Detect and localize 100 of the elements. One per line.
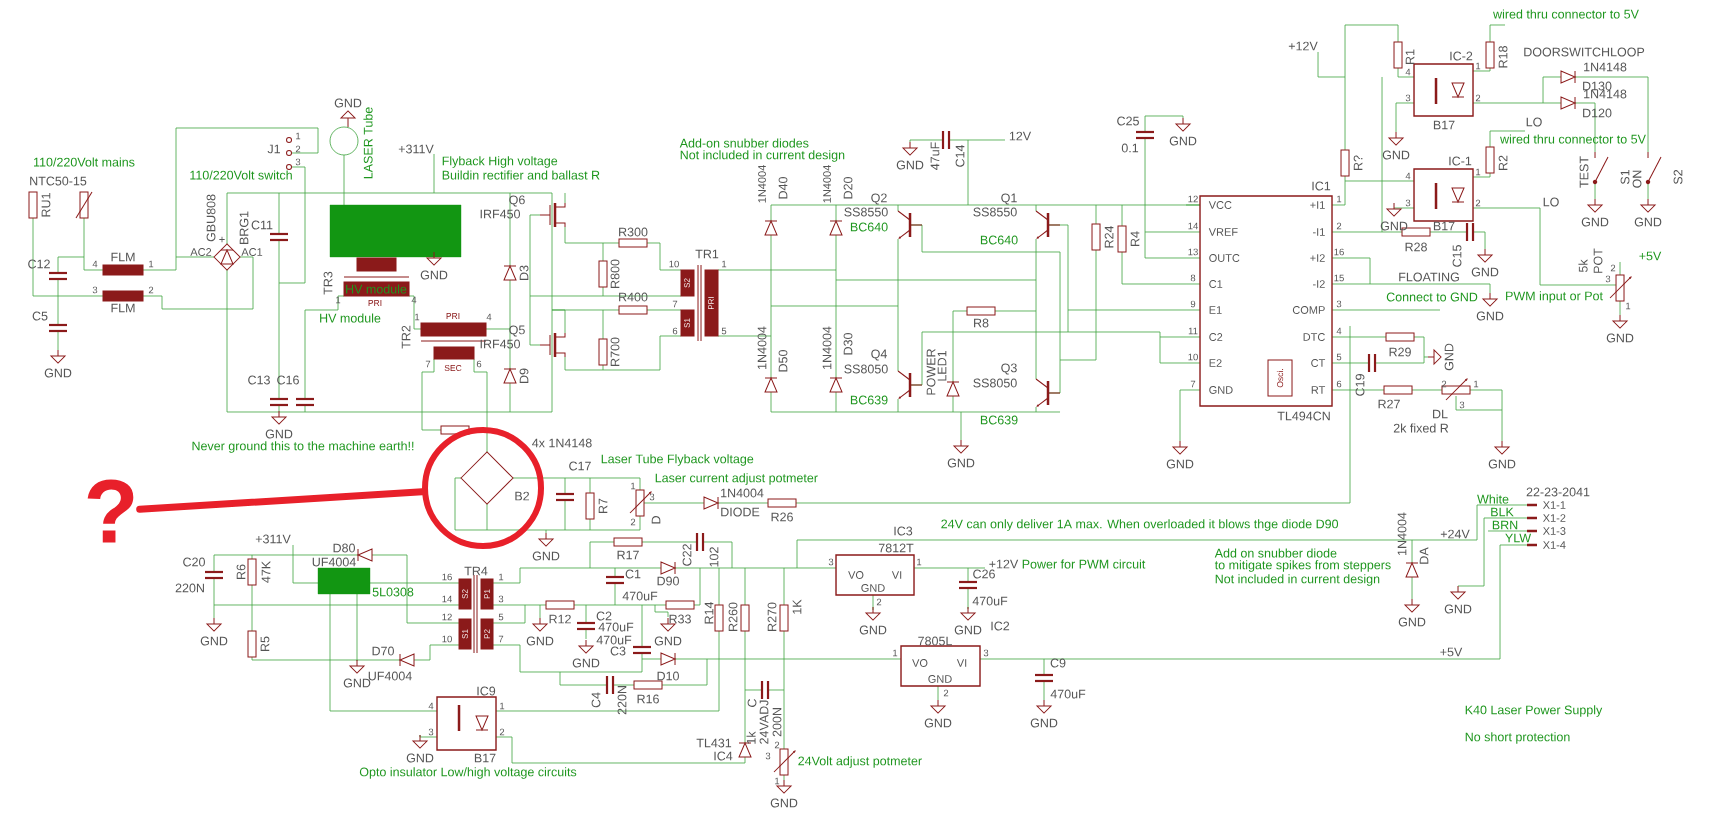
pin-number: 3 xyxy=(765,752,771,760)
pin-name: C2 xyxy=(1209,333,1223,341)
pin-number: 1 xyxy=(1476,62,1481,70)
part-label: IC3 xyxy=(894,526,913,536)
part-label: GND xyxy=(1382,150,1410,160)
part-label: 7805L xyxy=(918,636,952,646)
pin-number: 1 xyxy=(1337,195,1342,203)
pin-number: 4 xyxy=(486,313,492,321)
pin-number: 6 xyxy=(1336,380,1342,388)
part-label: C12 xyxy=(28,259,50,269)
pin-number: 4 xyxy=(1405,172,1411,180)
pin-number: 11 xyxy=(1188,327,1198,335)
pin-name: DTC xyxy=(1303,333,1325,341)
part-label: GND xyxy=(954,625,982,635)
pin-number: 2 xyxy=(630,518,636,526)
pin-name: RT xyxy=(1311,386,1326,394)
winding-label: P2 xyxy=(484,629,490,639)
pin-number: 15 xyxy=(1334,274,1344,282)
pin-number: 3 xyxy=(295,158,301,166)
part-label: GND xyxy=(770,798,798,808)
part-label: R7 xyxy=(598,498,608,513)
part-label: TR3 xyxy=(323,271,333,295)
pin-name: GND xyxy=(861,584,885,592)
part-label: R8 xyxy=(974,318,989,328)
part-label: D70 xyxy=(372,646,394,656)
pin-number: 1 xyxy=(631,482,636,490)
note-text: PWM input or Pot xyxy=(1506,291,1603,303)
pin-name: 1N4004 xyxy=(758,165,766,203)
part-label: GND xyxy=(1634,217,1662,227)
part-label: +311V xyxy=(398,144,434,154)
part-value: BC639 xyxy=(850,395,888,405)
pin-number: 2 xyxy=(876,598,882,606)
pin-number: 3 xyxy=(1405,199,1411,207)
part-label: R400 xyxy=(619,292,648,302)
pin-name: 1N4004 xyxy=(823,165,831,203)
question-mark: ? xyxy=(87,479,134,543)
pin-number: 2 xyxy=(1475,94,1481,102)
note-text: to mitigate spikes from steppers xyxy=(1214,560,1391,572)
note-text: Opto insulator Low/high voltage circuits xyxy=(359,767,577,779)
note-text: wired thru connector to 5V xyxy=(1493,9,1639,19)
pin-number: 10 xyxy=(1188,353,1198,361)
part-label: 22-23-2041 xyxy=(1526,487,1590,497)
part-label: 1N4004 xyxy=(1397,512,1407,555)
part-label: C20 xyxy=(183,557,205,567)
pin-number: 1 xyxy=(1626,302,1631,310)
winding-label: PRI xyxy=(708,297,714,309)
part-label: C15 xyxy=(1452,245,1462,267)
part-label: S1 xyxy=(1620,169,1630,185)
part-label: R1 xyxy=(1405,49,1415,64)
note-text: No short protection xyxy=(1465,732,1570,744)
part-label: DIODE xyxy=(721,507,760,517)
pin-number: 14 xyxy=(1188,222,1198,230)
pin-name: AC2 xyxy=(190,248,212,256)
part-label: 1k xyxy=(746,731,756,744)
part-label: R2 xyxy=(1498,155,1508,170)
part-label: +24V xyxy=(1440,529,1470,539)
note-text: Add on snubber diode xyxy=(1214,548,1337,558)
pin-name: X1-2 xyxy=(1542,514,1566,522)
pin-number: 7 xyxy=(425,360,431,368)
pin-number: 2 xyxy=(1441,380,1447,388)
pin-number: 1 xyxy=(336,296,341,304)
part-label: +12V xyxy=(1288,41,1318,51)
winding-label: S2 xyxy=(684,278,690,288)
part-label: R5 xyxy=(260,636,270,651)
part-label: Q3 xyxy=(1001,363,1017,375)
part-label: Q2 xyxy=(871,193,887,205)
part-label: IC-1 xyxy=(1449,156,1472,166)
note-text: 110/220Volt mains xyxy=(34,157,135,167)
part-label: C1 xyxy=(625,569,641,579)
part-label: D xyxy=(651,516,661,524)
part-label: TR4 xyxy=(464,566,488,576)
pin-number: 3 xyxy=(1336,300,1342,308)
part-label: IC9 xyxy=(477,686,496,696)
part-label: D3 xyxy=(519,265,529,280)
pin-name: VCC xyxy=(1208,201,1232,209)
part-label: 47uF xyxy=(930,142,940,170)
note-text: +5V xyxy=(1639,251,1662,261)
pin-number: 2 xyxy=(943,689,949,697)
pin-name: -I2 xyxy=(1312,280,1325,288)
part-label: 470uF xyxy=(972,596,1008,606)
part-label: GND xyxy=(200,636,228,646)
part-label: NTC50-15 xyxy=(30,176,87,186)
part-label: 1N4004 xyxy=(721,488,764,498)
part-label: D90 xyxy=(657,576,679,586)
part-label: B2 xyxy=(515,491,529,501)
part-label: 47K xyxy=(261,561,271,583)
part-label: GND xyxy=(859,625,887,635)
pin-number: 9 xyxy=(1190,300,1196,308)
winding-label: SEC xyxy=(444,365,462,371)
part-label: D20 xyxy=(843,177,853,199)
pin-number: 10 xyxy=(669,260,679,268)
part-label: C17 xyxy=(569,461,591,471)
part-label: B17 xyxy=(1433,221,1455,231)
part-label: B17 xyxy=(474,753,496,763)
part-label: GND xyxy=(1606,333,1634,343)
winding-label: S2 xyxy=(462,589,468,599)
pin-number: 2 xyxy=(1336,222,1342,230)
part-label: J1 xyxy=(267,144,280,154)
pin-number: 4 xyxy=(411,296,417,304)
part-label: SS8550 xyxy=(973,207,1017,217)
